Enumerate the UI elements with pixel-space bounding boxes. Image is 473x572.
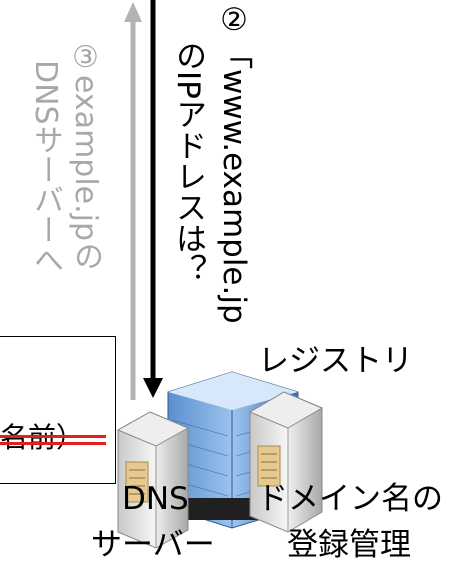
callout-box [0,336,116,484]
dns-server-icon [116,411,190,549]
callout-strike-line-2 [0,442,106,445]
domain-mgmt-label-line2: 登録管理 [287,527,411,563]
domain-mgmt-label-line1: ドメイン名の [257,481,443,517]
step2-label-line2: のIPアドレスは？ [170,40,206,285]
callout-strike-line-1 [0,435,106,438]
dns-server-label-line1: DNS [122,481,189,517]
step2-label-line1: ②「www.example.jp [216,2,252,324]
step3-label-line2: DNSサーバーへ [28,60,63,275]
up-arrow-head [124,2,142,22]
registry-label: レジストリ [258,343,413,379]
step3-label-line1: ③example.jpの [68,40,103,272]
dns-server-label-line2: サーバー [91,527,215,563]
down-arrow-head [143,378,163,398]
domain-registry-server-icon [248,391,324,533]
